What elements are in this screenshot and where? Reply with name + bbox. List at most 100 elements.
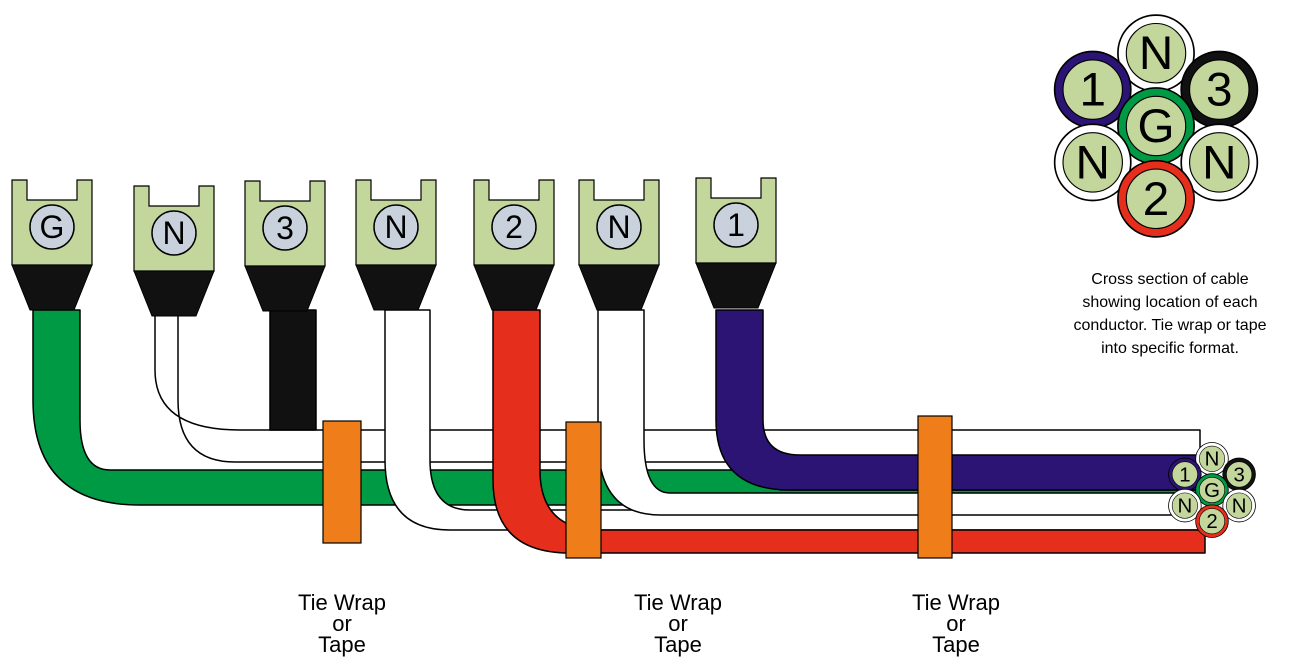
terminal-circle bbox=[29, 204, 75, 250]
terminal-circle bbox=[713, 202, 759, 248]
conductor-label: 3 bbox=[1206, 64, 1232, 117]
conductor-core bbox=[1189, 132, 1250, 193]
terminal-label: 2 bbox=[505, 209, 523, 245]
caption-line-3: conductor. Tie wrap or tape bbox=[1073, 317, 1267, 334]
wire-phase-1 bbox=[715, 309, 1201, 491]
terminal-lug-5: 2 bbox=[473, 179, 555, 311]
terminal-circle bbox=[373, 204, 419, 250]
cross-section-caption: Cross section of cable showing location … bbox=[1022, 268, 1316, 360]
conductor-1-2: 1 bbox=[1053, 50, 1132, 129]
conductor-label: 1 bbox=[1079, 64, 1105, 117]
tie-wrap-label-3: Tie Wrap or Tape bbox=[886, 590, 1026, 657]
terminal-circle bbox=[151, 210, 197, 256]
terminal-circle bbox=[596, 204, 642, 250]
wire-neutral-2 bbox=[154, 309, 1201, 463]
terminal-label: N bbox=[384, 209, 407, 245]
caption-line-1: Cross section of cable bbox=[1091, 271, 1249, 288]
conductor-label: 2 bbox=[1143, 173, 1169, 226]
conductor-2-7: 2 bbox=[1195, 504, 1229, 538]
conductor-1-2: 1 bbox=[1168, 457, 1202, 492]
tie-label-line2: or bbox=[668, 611, 688, 636]
crimp-sleeve bbox=[695, 262, 777, 309]
conductor-N-6: N bbox=[1222, 488, 1256, 523]
conductor-core bbox=[1062, 59, 1123, 120]
conductor-2-7: 2 bbox=[1117, 159, 1195, 238]
conductor-N-1: N bbox=[1195, 442, 1229, 476]
terminal-label: 1 bbox=[727, 207, 745, 243]
conductor-label: N bbox=[1139, 27, 1173, 80]
conductor-N-6: N bbox=[1180, 123, 1259, 202]
wires bbox=[32, 309, 1206, 554]
terminal-lug-7: 1 bbox=[695, 177, 777, 309]
tie-label-line3: Tape bbox=[318, 632, 366, 657]
conductor-label: 2 bbox=[1206, 511, 1217, 533]
tie-label-line1: Tie Wrap bbox=[911, 590, 1001, 615]
tie-label-line1: Tie Wrap bbox=[633, 590, 723, 615]
conductor-core bbox=[1189, 59, 1250, 120]
terminal-label: N bbox=[162, 215, 185, 251]
conductor-label: G bbox=[1204, 480, 1220, 502]
conductor-core bbox=[1125, 168, 1187, 230]
conductor-label: 3 bbox=[1233, 464, 1244, 486]
wire-phase-3 bbox=[269, 309, 317, 431]
wire-phase-2 bbox=[492, 309, 1206, 554]
conductor-label: 1 bbox=[1179, 464, 1190, 486]
conductor-core bbox=[1226, 492, 1253, 519]
conductor-label: N bbox=[1076, 136, 1110, 189]
conductor-core bbox=[1062, 132, 1123, 193]
conductor-3-3: 3 bbox=[1222, 457, 1256, 492]
conductor-core bbox=[1125, 22, 1187, 84]
conductor-3-3: 3 bbox=[1180, 50, 1259, 129]
terminal-label: 3 bbox=[276, 210, 294, 246]
conductor-N-5: N bbox=[1168, 488, 1202, 523]
terminal-circle bbox=[491, 204, 537, 250]
tie-wrap-3 bbox=[917, 415, 953, 559]
conductor-label: N bbox=[1178, 495, 1193, 517]
conductor-N-1: N bbox=[1117, 14, 1195, 93]
conductor-G-4: G bbox=[1117, 87, 1195, 165]
terminal-lug-3: 3 bbox=[244, 180, 326, 312]
terminal-circle bbox=[262, 205, 308, 251]
conductor-core bbox=[1125, 95, 1187, 157]
conductor-label: N bbox=[1205, 449, 1220, 471]
conductor-core bbox=[1198, 508, 1226, 535]
tie-label-line2: or bbox=[332, 611, 352, 636]
conductor-N-5: N bbox=[1053, 123, 1132, 202]
crimp-sleeve bbox=[473, 264, 555, 311]
caption-line-2: showing location of each bbox=[1082, 294, 1258, 311]
caption-line-4: into specific format. bbox=[1101, 340, 1239, 357]
terminal-label: N bbox=[607, 209, 630, 245]
crimp-sleeve bbox=[355, 264, 437, 311]
tie-wrap-label-2: Tie Wrap or Tape bbox=[608, 590, 748, 657]
conductor-label: N bbox=[1202, 136, 1236, 189]
conductor-core bbox=[1171, 461, 1198, 488]
terminal-lug-1: G bbox=[11, 179, 93, 311]
tie-label-line3: Tape bbox=[932, 632, 980, 657]
conductor-label: N bbox=[1232, 495, 1247, 517]
tie-label-line2: or bbox=[946, 611, 966, 636]
terminals: G N 3 N 2 N 1 bbox=[11, 177, 777, 317]
crimp-sleeve bbox=[11, 264, 93, 311]
conductor-core bbox=[1171, 492, 1198, 519]
terminal-label: G bbox=[40, 209, 65, 245]
crimp-sleeve bbox=[133, 270, 215, 317]
terminal-lug-4: N bbox=[355, 179, 437, 311]
tie-label-line3: Tape bbox=[654, 632, 702, 657]
conductor-G-4: G bbox=[1195, 473, 1229, 507]
tie-label-line1: Tie Wrap bbox=[297, 590, 387, 615]
conductor-core bbox=[1226, 461, 1253, 488]
tie-wrap-2 bbox=[565, 421, 602, 559]
crimp-sleeve bbox=[578, 264, 660, 311]
conductor-core bbox=[1198, 445, 1226, 472]
terminal-lug-6: N bbox=[578, 179, 660, 311]
tie-wrap-label-1: Tie Wrap or Tape bbox=[272, 590, 412, 657]
conductor-core bbox=[1198, 476, 1226, 504]
conductor-label: G bbox=[1137, 100, 1174, 153]
tie-wraps bbox=[322, 415, 953, 559]
tie-wrap-1 bbox=[322, 420, 362, 544]
terminal-lug-2: N bbox=[133, 185, 215, 317]
crimp-sleeve bbox=[244, 265, 326, 312]
